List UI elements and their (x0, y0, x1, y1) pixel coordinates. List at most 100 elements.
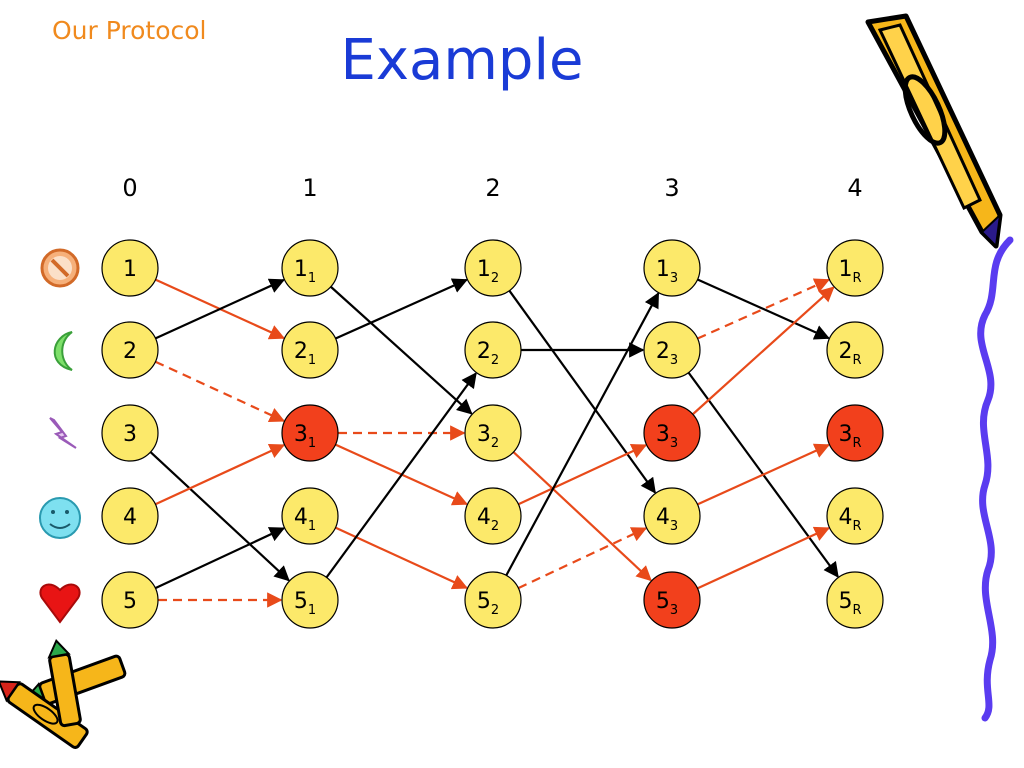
node-circle (464, 239, 522, 297)
node-5-stage-4: 5R (826, 571, 884, 629)
edge-1-4-to-2-5 (334, 526, 469, 590)
edge-1-2-to-2-1 (335, 278, 468, 340)
edge-1-1-to-2-3 (330, 285, 473, 415)
section-kicker: Our Protocol (52, 16, 207, 45)
edge-1-5-to-2-2 (325, 372, 477, 579)
node-5-stage-3: 53 (643, 571, 701, 629)
pencil-icon (865, 13, 1003, 249)
stage-label-3: 3 (664, 174, 679, 202)
node-label: 13 (656, 257, 678, 286)
node-label: 11 (294, 257, 316, 286)
node-label: 31 (294, 422, 316, 451)
node-label: 32 (477, 422, 499, 451)
node-label: 21 (294, 339, 316, 368)
node-1-stage-0: 1 (101, 239, 159, 297)
node-label: 1 (123, 257, 137, 282)
node-circle (826, 571, 884, 629)
node-circle (643, 321, 701, 379)
smiley-icon (39, 497, 81, 539)
node-3-stage-3: 33 (643, 404, 701, 462)
node-2-stage-2: 22 (464, 321, 522, 379)
stage-label-2: 2 (485, 174, 500, 202)
slide-title: Example (340, 28, 584, 93)
edge-2-1-to-3-4 (508, 290, 656, 494)
node-label: 23 (656, 339, 678, 368)
node-5-stage-1: 51 (281, 571, 339, 629)
node-2-stage-1: 21 (281, 321, 339, 379)
node-circle (643, 239, 701, 297)
stage-label-1: 1 (302, 174, 317, 202)
edge-0-2-to-1-1 (155, 278, 286, 340)
edge-0-3-to-1-5 (149, 451, 290, 582)
node-circle (826, 487, 884, 545)
node-label: 33 (656, 422, 678, 451)
node-circle (281, 321, 339, 379)
node-label: 22 (477, 339, 499, 368)
edge-3-3-to-4-1 (692, 286, 835, 416)
node-circle (643, 571, 701, 629)
node-label: 5R (838, 589, 861, 618)
node-circle (464, 321, 522, 379)
edge-2-3-to-3-5 (512, 451, 652, 582)
node-label: 12 (477, 257, 499, 286)
node-4-stage-3: 43 (643, 487, 701, 545)
node-1-stage-1: 11 (281, 239, 339, 297)
node-4-stage-1: 41 (281, 487, 339, 545)
node-2-stage-3: 23 (643, 321, 701, 379)
stage-label-0: 0 (122, 174, 137, 202)
node-3-stage-0: 3 (101, 404, 159, 462)
node-circle (643, 404, 701, 462)
node-1-stage-3: 13 (643, 239, 701, 297)
node-label: 43 (656, 505, 678, 534)
stage-label-4: 4 (847, 174, 862, 202)
node-circle (281, 404, 339, 462)
node-label: 4R (838, 505, 861, 534)
node-label: 41 (294, 505, 316, 534)
node-circle (464, 487, 522, 545)
node-label: 2 (123, 339, 137, 364)
node-circle (464, 404, 522, 462)
node-circle (643, 487, 701, 545)
node-circle (826, 321, 884, 379)
crescent-moon-icon (53, 331, 73, 371)
node-label: 4 (123, 505, 137, 530)
node-3-stage-4: 3R (826, 404, 884, 462)
node-1-stage-2: 12 (464, 239, 522, 297)
crossed-pencils-icon (0, 638, 127, 749)
node-label: 5 (123, 589, 137, 614)
node-circle (281, 239, 339, 297)
edge-0-2-to-1-3 (154, 360, 286, 423)
node-3-stage-1: 31 (281, 404, 339, 462)
edge-2-5-to-3-1 (505, 292, 660, 576)
node-circle (281, 571, 339, 629)
edge-3-5-to-4-4 (696, 526, 831, 590)
node-label: 3R (838, 422, 861, 451)
edge-2-5-to-3-4 (517, 527, 648, 590)
node-circle (101, 404, 159, 462)
node-circle (101, 571, 159, 629)
edge-3-1-to-4-2 (697, 278, 830, 340)
node-circle (826, 239, 884, 297)
node-label: 2R (838, 339, 861, 368)
node-label: 53 (656, 589, 678, 618)
heart-icon (39, 583, 81, 624)
node-5-stage-2: 52 (464, 571, 522, 629)
edge-3-4-to-4-3 (697, 443, 830, 506)
node-circle (826, 404, 884, 462)
node-1-stage-4: 1R (826, 239, 884, 297)
node-label: 3 (123, 422, 137, 447)
node-circle (101, 239, 159, 297)
node-label: 51 (294, 589, 316, 618)
node-5-stage-0: 5 (101, 571, 159, 629)
squiggle-decoration (977, 236, 1014, 722)
node-label: 42 (477, 505, 499, 534)
node-4-stage-4: 4R (826, 487, 884, 545)
node-2-stage-4: 2R (826, 321, 884, 379)
node-label: 1R (838, 257, 861, 286)
node-3-stage-2: 32 (464, 404, 522, 462)
edge-0-4-to-1-3 (154, 443, 286, 506)
node-4-stage-2: 42 (464, 487, 522, 545)
node-circle (464, 571, 522, 629)
node-label: 52 (477, 589, 499, 618)
